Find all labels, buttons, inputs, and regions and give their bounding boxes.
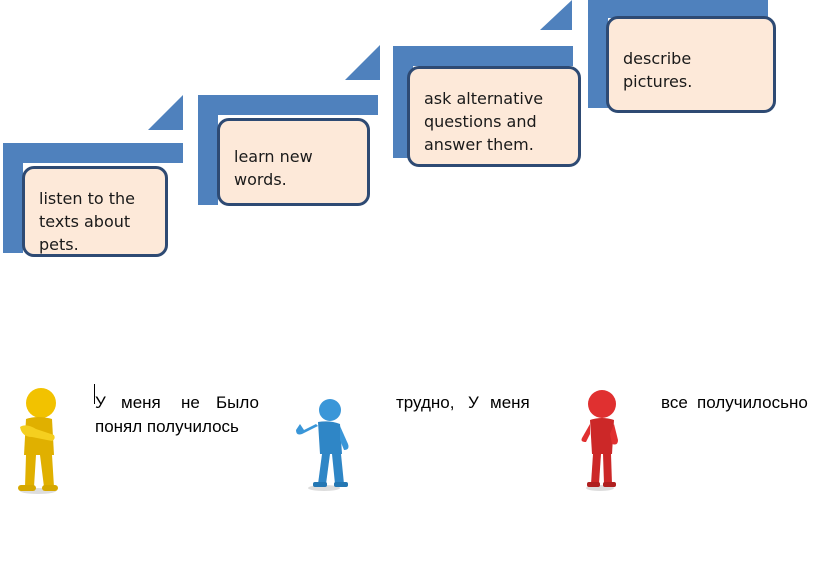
reflection-word-10: но [789,393,808,412]
reflection-word-2: меня [121,393,161,412]
step-2-text: learn new words. [234,147,313,189]
step-3-bar [393,46,573,66]
reflection-word-9: получилось [697,393,789,412]
thumbs-up-person-icon [581,390,618,491]
step-4-post [588,0,608,108]
thumbs-up-person-icon [296,399,349,491]
step-1-text: listen to the texts about pets. [39,189,135,254]
step-4-box: describe pictures. [606,16,776,113]
step-2-arrow [345,45,380,80]
reflection-line-2: понял получилось [95,417,239,436]
reflection-word-4: Было [216,393,259,412]
step-3-text: ask alternative questions and answer the… [424,89,544,154]
step-1-post [3,143,23,253]
reflection-word-8: все [661,393,688,412]
step-4-bar [588,0,768,18]
step-3-arrow [540,0,572,30]
step-1-arrow [148,95,183,130]
reflection-word-1: У [95,393,106,412]
step-1-bar [3,143,183,163]
step-1-box: listen to the texts about pets. [22,166,168,257]
reflection-word-7: меня [490,393,530,412]
step-2-bar [198,95,378,115]
step-2-post [198,95,218,205]
thinking-person-icon [18,388,58,494]
step-3-box: ask alternative questions and answer the… [407,66,581,167]
reflection-word-6: У [468,393,479,412]
text-cursor [94,384,95,404]
step-2-box: learn new words. [217,118,370,206]
step-4-text: describe pictures. [623,49,693,91]
reflection-word-5: трудно, [396,393,455,412]
reflection-word-3: не [181,393,200,412]
